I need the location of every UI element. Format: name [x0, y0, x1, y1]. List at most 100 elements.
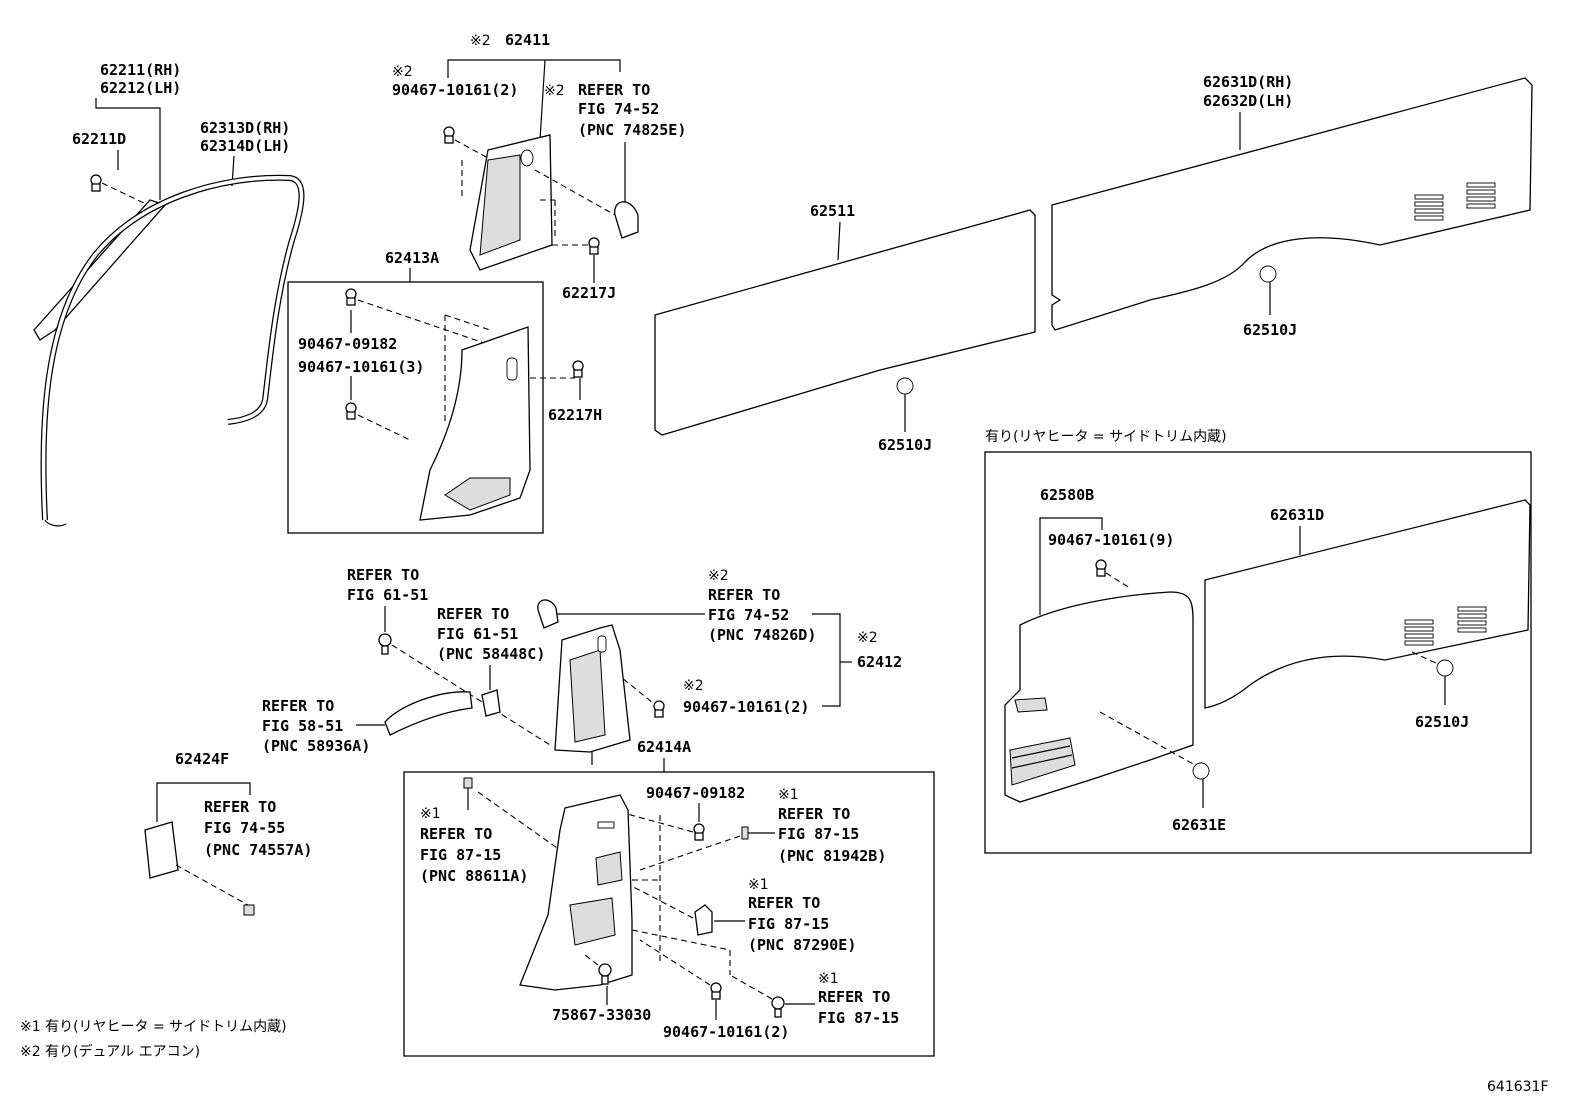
center-pillar-lower-group: REFER TO FIG 61-51 REFER TO FIG 61-51 (P… — [262, 566, 902, 765]
refer-to-c[interactable]: REFER TO — [437, 605, 509, 623]
label-90467-10161-2b[interactable]: 90467-10161(2) — [683, 698, 809, 716]
fig-74-52-a[interactable]: FIG 74-52 — [578, 100, 659, 118]
leader-line — [95, 98, 161, 200]
quarter-panel-group: 62511 62510J 62631D(RH) 62632D(LH) 62510… — [654, 73, 1533, 854]
assist-handle-62424f — [144, 821, 179, 879]
pnc-74825e[interactable]: (PNC 74825E) — [578, 121, 686, 139]
fig-58-51[interactable]: FIG 58-51 — [262, 717, 343, 735]
fig-61-51-b[interactable]: FIG 61-51 — [437, 625, 518, 643]
pnc-88611a[interactable]: (PNC 88611A) — [420, 867, 528, 885]
leader-dashed — [454, 139, 489, 159]
label-62211-rh[interactable]: 62211(RH) — [100, 61, 181, 79]
pnc-58448c[interactable]: (PNC 58448C) — [437, 645, 545, 663]
label-62511[interactable]: 62511 — [810, 202, 855, 220]
cap-74557a — [243, 904, 255, 916]
leader-dashed — [584, 954, 599, 966]
label-62412[interactable]: 62412 — [857, 653, 902, 671]
leader-dashed — [639, 835, 741, 871]
mark-2-e: ※2 — [683, 678, 704, 694]
label-90467-10161-2c[interactable]: 90467-10161(2) — [663, 1023, 789, 1041]
refer-to-i[interactable]: REFER TO — [748, 894, 820, 912]
label-62411[interactable]: 62411 — [505, 31, 550, 49]
quarter-panel-62631d-heater — [1204, 499, 1531, 709]
bulb-88611a — [463, 777, 473, 789]
quarter-lower-trim-62414a — [519, 794, 633, 991]
label-62217j[interactable]: 62217J — [562, 284, 616, 302]
label-90467-09182-a[interactable]: 90467-09182 — [298, 335, 397, 353]
leader-dashed — [1099, 711, 1196, 766]
label-62631e[interactable]: 62631E — [1172, 816, 1226, 834]
refer-to-a[interactable]: REFER TO — [578, 81, 650, 99]
label-62212-lh[interactable]: 62212(LH) — [100, 79, 181, 97]
fig-87-15-a[interactable]: FIG 87-15 — [778, 825, 859, 843]
box-note-jp: 有り(リヤヒータ = サイドトリム内蔵) — [985, 429, 1227, 445]
fig-74-55[interactable]: FIG 74-55 — [204, 819, 285, 837]
fig-87-15-b[interactable]: FIG 87-15 — [420, 846, 501, 864]
fig-87-15-c[interactable]: FIG 87-15 — [748, 915, 829, 933]
front-pillar-group: 62211(RH) 62212(LH) 62211D 62313D(RH) 62… — [33, 61, 305, 527]
refer-to-h[interactable]: REFER TO — [420, 825, 492, 843]
label-62217h[interactable]: 62217H — [548, 406, 602, 424]
mark-1-d: ※1 — [818, 971, 839, 987]
clip-icon — [653, 700, 665, 718]
leader-dashed — [357, 299, 491, 346]
box-rear-heater — [984, 451, 1532, 854]
label-62510j-c[interactable]: 62510J — [1415, 713, 1469, 731]
label-90467-09182-b[interactable]: 90467-09182 — [646, 784, 745, 802]
door-weatherstrip — [40, 174, 305, 521]
pnc-74826d[interactable]: (PNC 74826D) — [708, 626, 816, 644]
refer-to-f[interactable]: REFER TO — [204, 798, 276, 816]
label-62631d-rh[interactable]: 62631D(RH) — [1203, 73, 1293, 91]
label-62580b[interactable]: 62580B — [1040, 486, 1094, 504]
label-62211d[interactable]: 62211D — [72, 130, 126, 148]
clip-icon — [345, 402, 357, 420]
clip-icon — [443, 126, 455, 144]
quarter-panel-62511 — [654, 209, 1036, 436]
switch-81942b — [741, 826, 749, 840]
clip-icon — [90, 174, 102, 192]
pnc-58936a[interactable]: (PNC 58936A) — [262, 737, 370, 755]
pnc-74557a[interactable]: (PNC 74557A) — [204, 841, 312, 859]
label-62632d-lh[interactable]: 62632D(LH) — [1203, 92, 1293, 110]
hook-74825e — [614, 201, 639, 239]
clip-icon — [588, 237, 600, 255]
label-62510j-b[interactable]: 62510J — [1243, 321, 1297, 339]
label-62314d-lh[interactable]: 62314D(LH) — [200, 137, 290, 155]
leader-dashed — [639, 939, 711, 986]
bolt-icon — [771, 996, 785, 1018]
weatherstrip-end — [44, 519, 67, 527]
label-90467-10161-9[interactable]: 90467-10161(9) — [1048, 531, 1174, 549]
pnc-87290e[interactable]: (PNC 87290E) — [748, 936, 856, 954]
bolt-icon — [378, 633, 392, 655]
fig-61-51-a[interactable]: FIG 61-51 — [347, 586, 428, 604]
leader-line — [837, 221, 841, 261]
label-62631d[interactable]: 62631D — [1270, 506, 1324, 524]
vent-grille — [1009, 737, 1076, 786]
label-62424f[interactable]: 62424F — [175, 750, 229, 768]
fig-74-52-b[interactable]: FIG 74-52 — [708, 606, 789, 624]
leader-dashed — [619, 811, 694, 833]
mark-62411: ※2 — [470, 33, 491, 49]
label-90467-10161-2a[interactable]: 90467-10161(2) — [392, 81, 518, 99]
label-62413a[interactable]: 62413A — [385, 249, 439, 267]
footnote-1: ※1 有り(リヤヒータ = サイドトリム内蔵) — [20, 1019, 287, 1035]
refer-to-g[interactable]: REFER TO — [778, 805, 850, 823]
label-75867-33030[interactable]: 75867-33030 — [552, 1006, 651, 1024]
refer-to-e[interactable]: REFER TO — [262, 697, 334, 715]
box-62413a — [287, 281, 544, 534]
pnc-81942b[interactable]: (PNC 81942B) — [778, 847, 886, 865]
front-pillar-garnish — [33, 199, 167, 341]
refer-to-j[interactable]: REFER TO — [818, 988, 890, 1006]
leader-dashed — [444, 314, 491, 331]
label-90467-10161-3[interactable]: 90467-10161(3) — [298, 358, 424, 376]
refer-to-d[interactable]: REFER TO — [708, 586, 780, 604]
fig-87-15-d[interactable]: FIG 87-15 — [818, 1009, 899, 1027]
label-62414a[interactable]: 62414A — [637, 738, 691, 756]
quarter-lower-group: 62414A 90467-09182 ※1 REFER TO FIG 87-15… — [403, 738, 935, 1057]
leader-dashed — [1411, 651, 1441, 666]
leader-line — [447, 59, 621, 78]
label-62313d-rh[interactable]: 62313D(RH) — [200, 119, 290, 137]
label-62510j-a[interactable]: 62510J — [878, 436, 932, 454]
refer-to-b[interactable]: REFER TO — [347, 566, 419, 584]
